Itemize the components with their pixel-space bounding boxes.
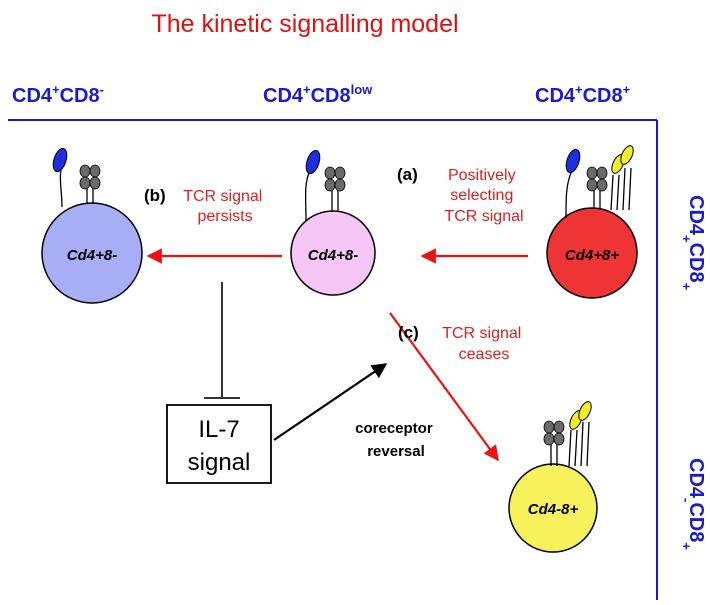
step-c-text: TCR signal ceases xyxy=(442,325,526,363)
cd8-coreceptor-icon xyxy=(610,145,634,211)
cd4-coreceptor-icon xyxy=(52,147,68,208)
cell-middle: Cd4+8- xyxy=(290,149,376,296)
cell-right: Cd4+8+ xyxy=(546,145,638,299)
column-header-right: CD4+CD8+ xyxy=(535,82,631,107)
step-b-text: TCR signal persists xyxy=(183,188,267,225)
cd4-coreceptor-icon xyxy=(565,148,581,219)
cd8-coreceptor-icon xyxy=(568,401,592,467)
arrow-middle-to-bottom xyxy=(389,312,499,462)
tcr-complex-icon xyxy=(543,420,565,466)
il7-signal-box: IL-7 signal xyxy=(166,404,272,484)
cell-bottom-body xyxy=(508,463,598,553)
cell-bottom-label: Cd4-8+ xyxy=(528,501,579,518)
row-header-top: CD4+CD8+ xyxy=(679,195,707,291)
cell-middle-body xyxy=(290,210,376,296)
inhibition-line xyxy=(204,282,240,399)
step-b-letter: (b) xyxy=(144,186,166,205)
tcr-complex-icon xyxy=(79,164,101,204)
cell-middle-label: Cd4+8- xyxy=(308,247,358,264)
arrow-il7-to-reversal xyxy=(273,363,388,441)
coreceptor-reversal-label: coreceptor reversal xyxy=(355,420,437,460)
column-header-middle: CD4+CD8low xyxy=(263,82,373,107)
cell-right-label: Cd4+8+ xyxy=(565,247,619,264)
cd4-coreceptor-icon xyxy=(304,149,321,222)
cell-left-label: Cd4+8- xyxy=(67,247,117,264)
step-c-letter: (c) xyxy=(398,323,419,342)
column-header-left: CD4+CD8- xyxy=(12,82,104,107)
cell-left-body xyxy=(41,202,143,304)
step-a-text: Positively selecting TCR signal xyxy=(444,167,523,225)
step-a-letter: (a) xyxy=(397,165,418,184)
diagram-title: The kinetic signalling model xyxy=(151,10,458,38)
il7-label: IL-7 xyxy=(198,416,239,443)
tcr-complex-icon xyxy=(324,166,346,212)
cell-left: Cd4+8- xyxy=(41,147,143,304)
cell-bottom: Cd4-8+ xyxy=(508,401,598,553)
il7-signal-label: signal xyxy=(188,449,251,476)
row-header-bottom: CD4-CD8+ xyxy=(679,458,707,550)
cell-right-body xyxy=(546,207,638,299)
tcr-complex-icon xyxy=(586,166,608,208)
